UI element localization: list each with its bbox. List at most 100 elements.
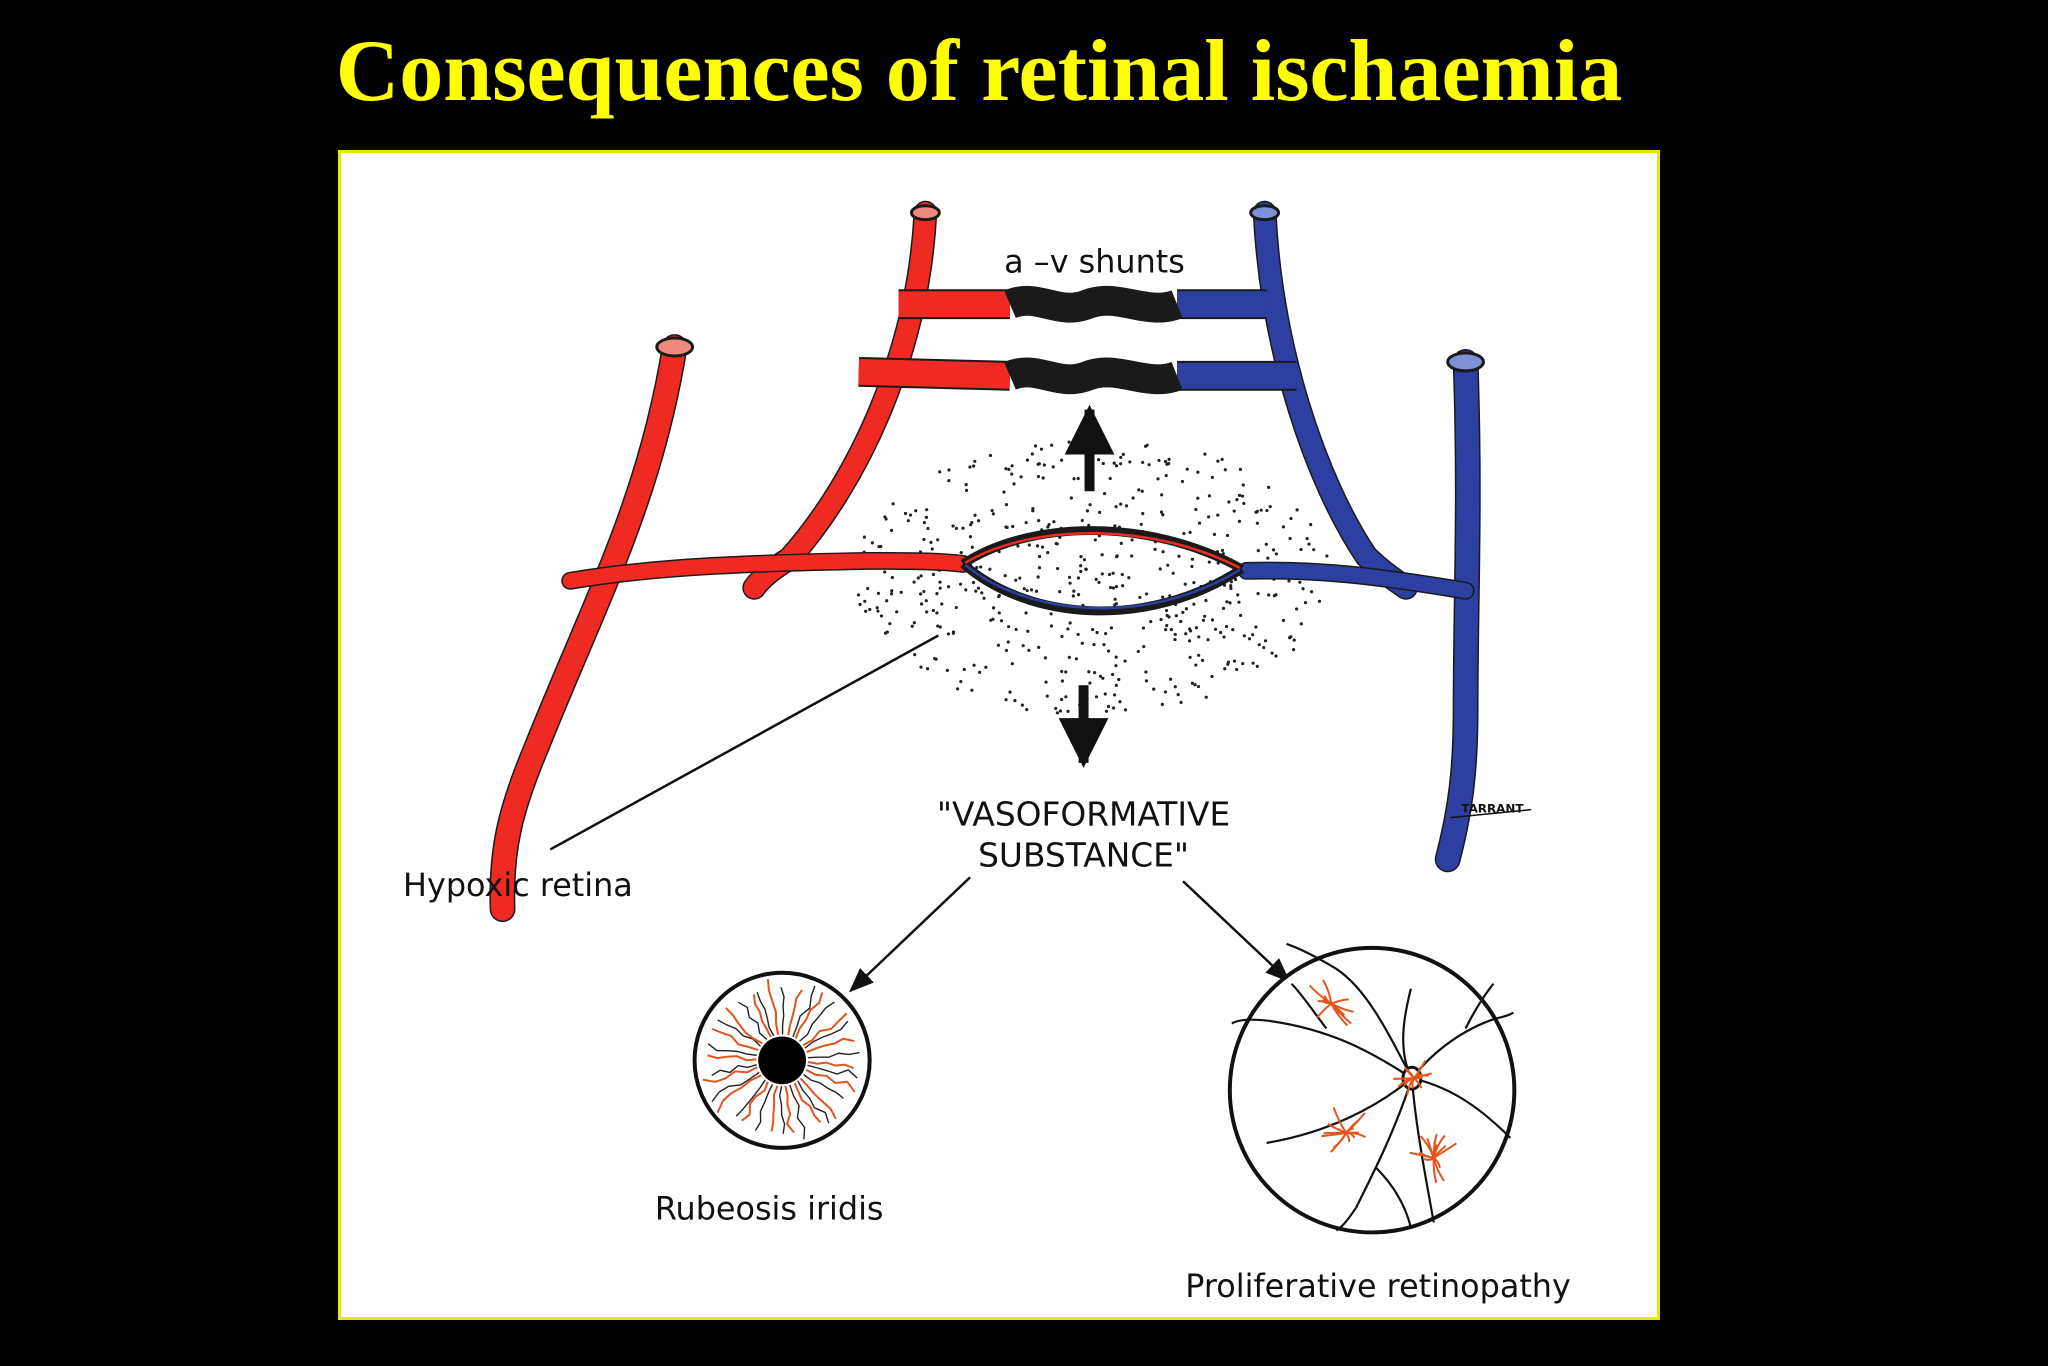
stipple-dot — [945, 668, 949, 672]
stipple-dot — [1144, 670, 1148, 674]
stipple-dot — [925, 667, 930, 671]
stipple-dot — [1012, 482, 1016, 486]
stipple-dot — [1054, 706, 1058, 711]
stipple-dot — [1019, 475, 1023, 479]
stipple-dot — [1082, 558, 1086, 562]
iris-vessel — [770, 1085, 779, 1132]
stipple-dot — [1242, 501, 1246, 505]
stipple-dot — [1169, 628, 1173, 632]
stipple-dot — [1227, 500, 1231, 504]
stipple-dot — [1080, 641, 1084, 645]
stipple-dot — [1216, 459, 1220, 463]
neovascular-frond — [1332, 1132, 1348, 1149]
stipple-dot — [1115, 554, 1119, 558]
stipple-dot — [1045, 694, 1049, 698]
stipple-dot — [1307, 542, 1311, 546]
stipple-dot — [938, 470, 942, 474]
stipple-dot — [924, 599, 928, 603]
stipple-dot — [1153, 547, 1157, 551]
arrow-to-proliferative — [1182, 880, 1291, 983]
iris-vessel — [711, 1027, 759, 1052]
stipple-dot — [1213, 627, 1218, 631]
stipple-dot — [947, 479, 951, 483]
stipple-dot — [1281, 525, 1286, 529]
stipple-dot — [1265, 508, 1269, 513]
stipple-dot — [858, 602, 862, 607]
stipple-dot — [938, 580, 942, 584]
stipple-dot — [1051, 465, 1055, 469]
stipple-dot — [1055, 542, 1059, 546]
stipple-dot — [1114, 655, 1118, 659]
iris-vessel — [784, 1085, 795, 1134]
stipple-dot — [1291, 648, 1296, 652]
stipple-dot — [1231, 628, 1235, 632]
iris-vessel — [737, 1001, 768, 1040]
stipple-dot — [973, 459, 977, 463]
stipple-dot — [1207, 515, 1211, 519]
stipple-dot — [1184, 632, 1188, 636]
stipple-dot — [1014, 578, 1018, 582]
stipple-dot — [1238, 467, 1243, 471]
stipple-dot — [991, 606, 996, 610]
stipple-dot — [1059, 697, 1064, 702]
stipple-dot — [1145, 443, 1149, 447]
upper-artery-lumen — [909, 204, 941, 222]
stipple-dot — [1069, 496, 1073, 500]
slide-title: Consequences of retinal ischaemia — [335, 23, 1623, 120]
stipple-dot — [1292, 638, 1296, 642]
retinal-vessels — [1231, 942, 1514, 1232]
stipple-dot — [1289, 635, 1293, 639]
stipple-dot — [1102, 643, 1106, 647]
iris-vessel — [711, 1071, 760, 1103]
stipple-dot — [1207, 560, 1211, 564]
stipple-dot — [935, 592, 939, 596]
stipple-dot — [934, 657, 938, 661]
stipple-dot — [1190, 564, 1194, 569]
stipple-dot — [1119, 455, 1123, 460]
hypoxic-zone-stipple — [856, 440, 1331, 715]
stipple-dot — [883, 570, 887, 574]
stipple-dot — [1123, 659, 1127, 663]
stipple-dot — [1312, 548, 1316, 552]
stipple-dot — [1289, 516, 1293, 521]
iris-vessel — [794, 992, 824, 1039]
stipple-dot — [1281, 618, 1286, 622]
stipple-dot — [1058, 709, 1063, 713]
stipple-dot — [1058, 590, 1062, 594]
stipple-dot — [1232, 659, 1237, 663]
stipple-dot — [1274, 654, 1278, 658]
stipple-dot — [1220, 457, 1224, 461]
stipple-dot — [988, 567, 992, 571]
stipple-dot — [1060, 634, 1064, 638]
stipple-dot — [1183, 582, 1187, 586]
iris-vessel — [799, 1001, 835, 1042]
stipple-dot — [1094, 695, 1099, 699]
stipple-dot — [919, 592, 923, 596]
stipple-dot — [1256, 549, 1260, 553]
stipple-dot — [1076, 632, 1080, 637]
stipple-dot — [866, 586, 870, 591]
stipple-dot — [1022, 587, 1026, 591]
stipple-dot — [1242, 634, 1246, 638]
left-artery-lumen — [655, 336, 695, 358]
stipple-dot — [1020, 703, 1024, 707]
stipple-dot — [1071, 594, 1075, 598]
stipple-dot — [1229, 584, 1233, 588]
stipple-dot — [1140, 489, 1144, 493]
stipple-dot — [1200, 658, 1205, 662]
iris-vessel — [802, 1012, 848, 1047]
stipple-dot — [1108, 476, 1112, 481]
stipple-dot — [1137, 488, 1141, 492]
stipple-dot — [1223, 667, 1227, 671]
stipple-dot — [935, 611, 939, 615]
iris-vessel — [793, 1082, 822, 1123]
neovascular-frond — [1403, 1077, 1415, 1087]
stipple-dot — [1064, 670, 1068, 674]
neovascular-frond — [1330, 998, 1349, 1005]
stipple-dot — [979, 565, 983, 569]
stipple-dot — [1042, 463, 1046, 467]
pupil — [758, 1036, 806, 1085]
stipple-dot — [1056, 566, 1060, 571]
stipple-dot — [1181, 610, 1185, 615]
stipple-dot — [1025, 458, 1030, 462]
